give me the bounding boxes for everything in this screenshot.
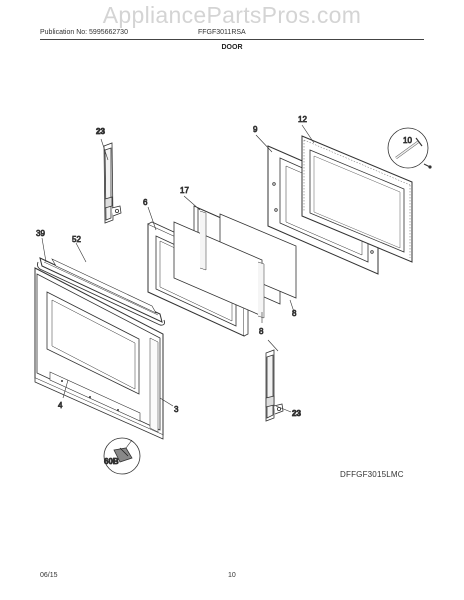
door-bottom-trim — [49, 371, 141, 422]
label-17: 17 — [180, 186, 189, 195]
label-6: 6 — [143, 198, 148, 207]
section-title: DOOR — [221, 44, 243, 51]
leader-lines — [41, 124, 315, 413]
page-number: 10 — [228, 572, 236, 579]
hinge-top — [103, 142, 122, 224]
label-8-bottom: 8 — [259, 327, 264, 336]
label-23-top: 23 — [96, 127, 105, 136]
glass-panels — [173, 205, 297, 319]
label-3: 3 — [174, 405, 179, 414]
label-8-right: 8 — [292, 309, 297, 318]
door-handle-trim — [37, 257, 165, 326]
model-number: FFGF3011RSA — [198, 29, 246, 36]
label-12: 12 — [298, 115, 307, 124]
bottom-screw-callout — [103, 437, 141, 475]
header-rule — [40, 39, 424, 40]
watermark: AppliancePartsPros.com — [102, 2, 362, 28]
label-60b: 60B — [104, 457, 119, 466]
label-4: 4 — [58, 401, 63, 410]
label-23-bottom: 23 — [292, 409, 301, 418]
outer-door-panel — [34, 267, 164, 440]
door-gasket-panel — [301, 135, 413, 263]
footer-date: 06/15 — [40, 572, 58, 579]
label-10: 10 — [403, 136, 412, 145]
label-39: 39 — [36, 229, 45, 238]
publication-number: Publication No: 5995662730 — [40, 29, 128, 36]
label-9: 9 — [253, 125, 258, 134]
hinge-bottom — [265, 349, 284, 422]
screw-callout — [387, 127, 432, 169]
label-52: 52 — [72, 235, 81, 244]
drawing-code: DFFGF3015LMC — [340, 470, 404, 479]
